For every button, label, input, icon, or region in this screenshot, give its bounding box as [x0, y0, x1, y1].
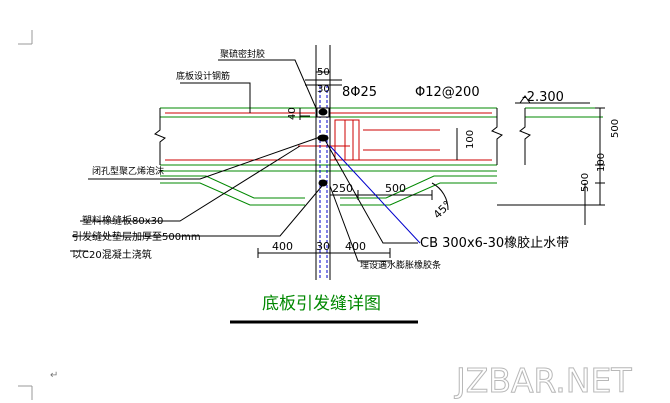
cb-line [329, 145, 421, 244]
drawing-title: 底板引发缝详图 [262, 294, 381, 314]
rebar [165, 112, 492, 161]
dim-250: 250 [332, 182, 353, 195]
sealant-label: 聚硫密封胶 [220, 48, 265, 60]
cb-waterstop-label: CB 300x6-30橡胶止水带 [420, 235, 569, 251]
dimension-lines [257, 71, 605, 258]
page-margin-marks [18, 30, 33, 400]
dim-400-right: 400 [345, 240, 366, 253]
leader-lines [70, 59, 418, 262]
embedded-waterstop-label: 埋设遇水膨胀橡胶条 [360, 259, 441, 271]
elevation-label: -2.300 [522, 90, 564, 105]
dim-100-inner: 100 [465, 130, 476, 149]
c20-label: 以C20混凝土浇筑 [72, 248, 152, 261]
dim-100-right: 100 [596, 153, 607, 172]
dim-50: 50 [317, 67, 330, 78]
rebar-main-label: 8Φ25 [342, 85, 377, 100]
dim-500-right-bottom: 500 [580, 173, 591, 192]
dim-30-bottom: 30 [316, 240, 330, 253]
joint-lines [305, 45, 342, 280]
dim-500-mid: 500 [385, 182, 406, 195]
cushion-thicken-label: 引发缝处垫层加厚至500mm [72, 230, 201, 243]
paragraph-mark: ↵ [50, 370, 58, 381]
dim-500-right-top: 500 [610, 119, 621, 138]
slab-rebar-label: 底板设计钢筋 [176, 70, 230, 82]
slab-outline [160, 107, 603, 206]
dim-400-left: 400 [272, 240, 293, 253]
dim-30-top: 30 [317, 84, 330, 95]
watermark: JZBAR.NET [454, 361, 632, 400]
dim-45: 45° [431, 198, 454, 221]
closed-cell-label: 闭孔型聚乙烯泡沫 [92, 165, 164, 177]
dim-40: 40 [287, 107, 298, 120]
break-lines [154, 108, 531, 165]
plastic-strip-label: 塑料橡缝板80x30 [82, 214, 163, 227]
rebar-stirrup-label: Φ12@200 [415, 85, 480, 100]
